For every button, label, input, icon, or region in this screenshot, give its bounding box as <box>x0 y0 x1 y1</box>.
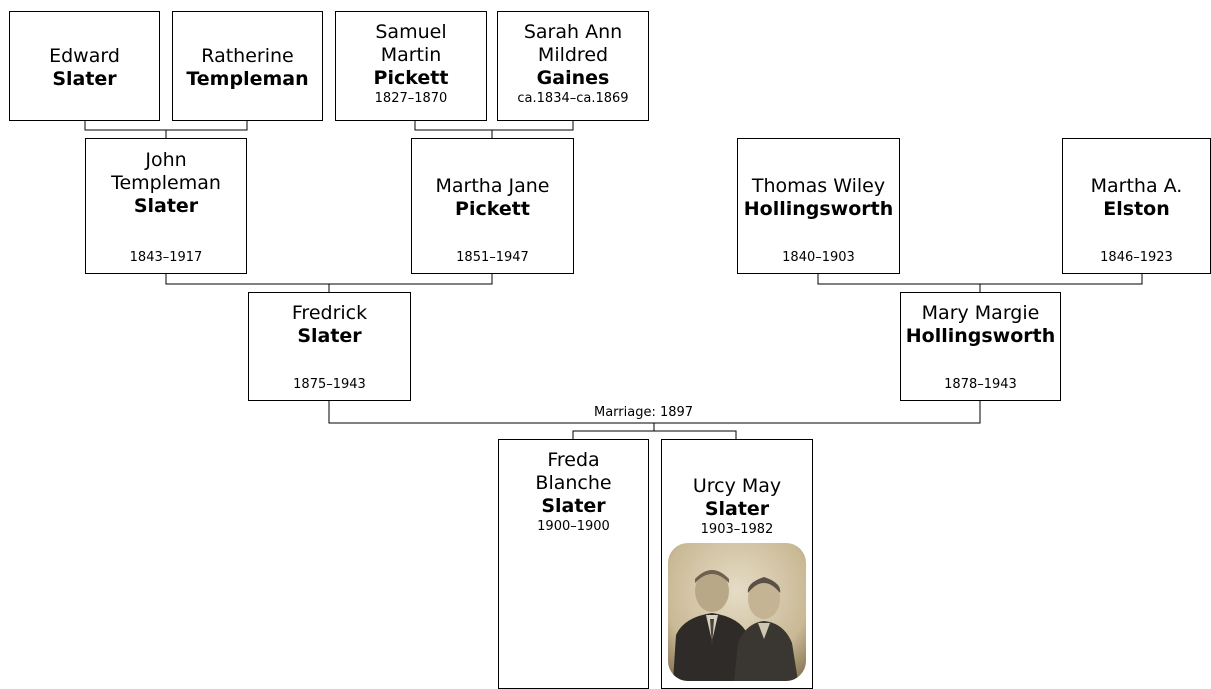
given-name: Thomas Wiley <box>751 175 886 197</box>
person-card-mary-hollingsworth[interactable]: Mary Margie Hollingsworth 1878–1943 <box>900 292 1061 401</box>
surname: Gaines <box>536 67 610 89</box>
person-card-ratherine-templeman[interactable]: Ratherine Templeman <box>172 11 323 121</box>
connector-samuel-sarah <box>414 121 574 131</box>
surname: Pickett <box>373 67 449 89</box>
life-dates: 1900–1900 <box>537 519 610 534</box>
person-card-samuel-pickett[interactable]: Samuel Martin Pickett 1827–1870 <box>335 11 487 121</box>
given-name: Fredrick <box>291 302 368 324</box>
connector-john-martha <box>165 274 493 285</box>
surname: Slater <box>297 325 362 347</box>
surname: Slater <box>133 195 199 217</box>
life-dates: ca.1834–ca.1869 <box>517 91 629 106</box>
life-dates: 1827–1870 <box>374 91 448 106</box>
given-name: Samuel Martin <box>375 21 447 66</box>
person-card-john-slater[interactable]: John Templeman Slater 1843–1917 <box>85 138 247 274</box>
person-card-freda-slater[interactable]: Freda Blanche Slater 1900–1900 <box>498 439 649 689</box>
given-name: John Templeman <box>111 149 221 194</box>
life-dates: 1851–1947 <box>456 250 529 265</box>
person-card-martha-jane-pickett[interactable]: Martha Jane Pickett 1851–1947 <box>411 138 574 274</box>
portrait-photo <box>668 543 806 681</box>
given-name: Freda Blanche <box>535 449 612 494</box>
given-name: Mary Margie <box>921 302 1040 324</box>
life-dates: 1846–1923 <box>1100 250 1173 265</box>
marriage-label: Marriage: 1897 <box>592 405 696 420</box>
given-name: Ratherine <box>201 45 294 67</box>
given-name: Martha Jane <box>435 175 550 197</box>
person-card-fredrick-slater[interactable]: Fredrick Slater 1875–1943 <box>248 292 411 401</box>
surname: Pickett <box>455 198 530 220</box>
surname: Slater <box>704 498 770 520</box>
person-card-thomas-hollingsworth[interactable]: Thomas Wiley Hollingsworth 1840–1903 <box>737 138 900 274</box>
surname: Hollingsworth <box>743 198 894 220</box>
life-dates: 1840–1903 <box>782 250 855 265</box>
surname: Elston <box>1103 198 1170 220</box>
connector-thomas-martha-a <box>817 274 1143 285</box>
person-card-sarah-gaines[interactable]: Sarah Ann Mildred Gaines ca.1834–ca.1869 <box>497 11 649 121</box>
given-name: Urcy May <box>692 475 782 497</box>
person-card-martha-a-elston[interactable]: Martha A. Elston 1846–1923 <box>1062 138 1211 274</box>
connector-edward-ratherine <box>84 121 248 131</box>
connector-children <box>572 430 737 439</box>
life-dates: 1843–1917 <box>129 250 203 265</box>
person-card-edward-slater[interactable]: Edward Slater <box>9 11 160 121</box>
life-dates: 1903–1982 <box>700 522 774 537</box>
given-name: Edward <box>49 45 120 67</box>
life-dates: 1878–1943 <box>944 377 1017 392</box>
surname: Slater <box>52 68 117 90</box>
surname: Templeman <box>186 68 309 90</box>
given-name: Martha A. <box>1090 175 1183 197</box>
surname: Hollingsworth <box>905 325 1056 347</box>
life-dates: 1875–1943 <box>293 377 366 392</box>
given-name: Sarah Ann Mildred <box>523 21 623 66</box>
surname: Slater <box>541 495 606 517</box>
